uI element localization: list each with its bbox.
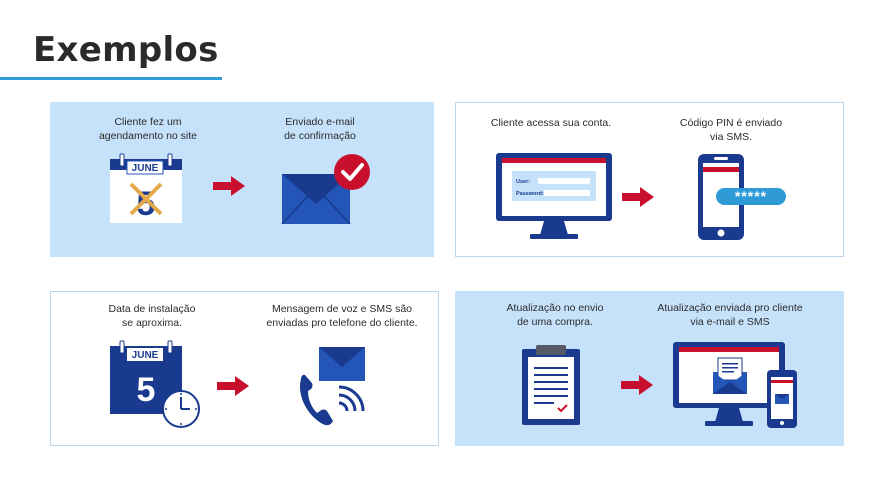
example-panel-installation: Data de instalação se aproxima. Mensagem… (50, 291, 439, 446)
title-underline (0, 77, 222, 80)
step2-caption: Atualização enviada pro cliente via e-ma… (657, 302, 803, 328)
monitor-login-icon: User: Password: (496, 153, 612, 239)
arrow-right-icon (213, 176, 245, 196)
clipboard-icon (522, 345, 580, 425)
arrow-right-icon (622, 187, 654, 207)
arrow-right-icon (621, 375, 653, 395)
calendar-clock-icon: JUNE 5 (110, 340, 200, 428)
step2-caption: Mensagem de voz e SMS são enviadas pro t… (266, 303, 418, 329)
page-title: Exemplos (33, 30, 219, 70)
step1-caption: Atualização no envio de uma compra. (506, 302, 604, 328)
step2-caption: Código PIN é enviado via SMS. (679, 117, 783, 143)
envelope-check-icon (281, 154, 370, 225)
calendar-day: 5 (137, 371, 156, 409)
voice-sms-icon (299, 347, 365, 426)
example-panel-appointment: Cliente fez um agendamento no site Envia… (50, 102, 434, 257)
example-panel-login-pin: Cliente acessa sua conta. Código PIN é e… (455, 102, 844, 257)
step1-caption: Cliente fez um agendamento no site (98, 116, 198, 142)
arrow-right-icon (217, 376, 249, 396)
monitor-phone-update-icon (673, 342, 797, 428)
calendar-month: JUNE (132, 163, 159, 174)
login-password-label: Password: (516, 191, 544, 197)
pin-code: ***** (735, 188, 767, 204)
login-user-label: User: (516, 179, 530, 185)
example-panel-shipping: Atualização no envio de uma compra. Atua… (455, 291, 844, 446)
phone-pin-icon: ***** (698, 154, 786, 240)
calendar-icon: JUNE 5 (110, 153, 182, 223)
step1-caption: Data de instalação se aproxima. (108, 303, 196, 329)
step1-caption: Cliente acessa sua conta. (490, 117, 612, 129)
calendar-month: JUNE (132, 350, 159, 361)
step2-caption: Enviado e-mail de confirmação (284, 116, 356, 142)
